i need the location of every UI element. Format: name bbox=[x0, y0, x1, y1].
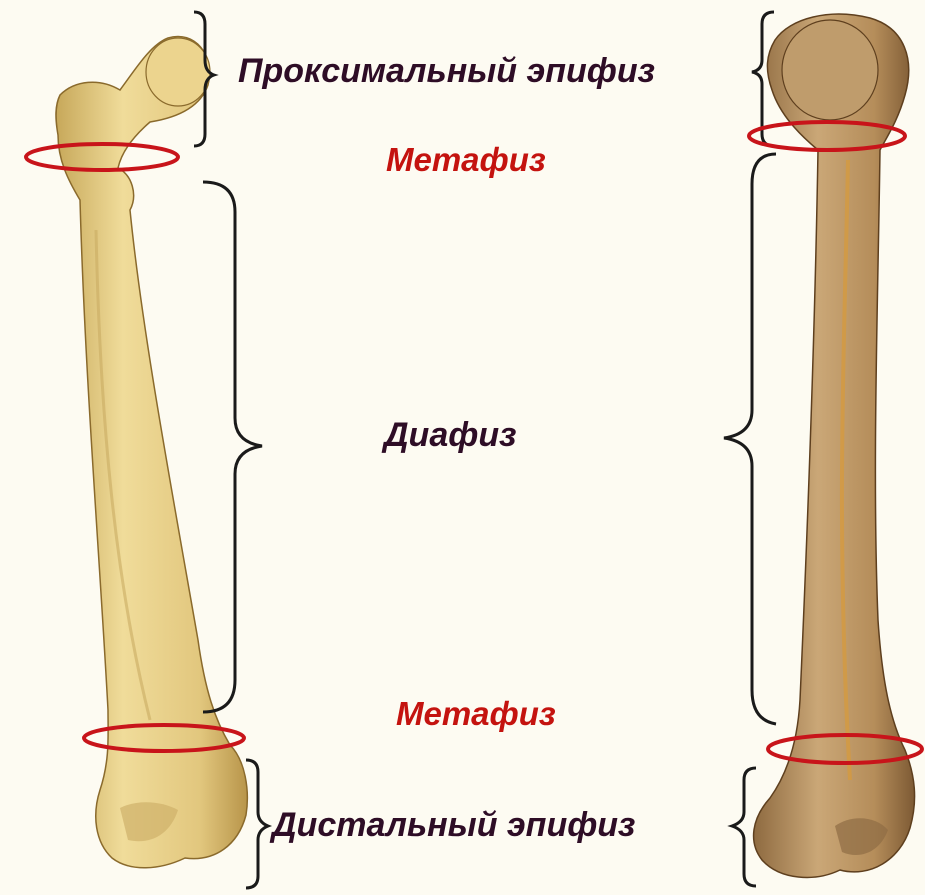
bracket-diaphysis-right bbox=[724, 154, 776, 724]
bracket-diaphysis-left bbox=[203, 182, 262, 712]
label-distal-epiphysis: Дистальный эпифиз bbox=[272, 808, 635, 842]
femur-bone-icon bbox=[56, 36, 247, 867]
bracket-distal-left bbox=[246, 760, 268, 888]
label-proximal-epiphysis: Проксимальный эпифиз bbox=[238, 54, 655, 88]
bracket-distal-right bbox=[732, 768, 756, 886]
label-metaphysis-top: Метафиз bbox=[386, 143, 546, 176]
label-diaphysis: Диафиз bbox=[384, 418, 516, 452]
label-metaphysis-bottom: Метафиз bbox=[396, 697, 556, 730]
